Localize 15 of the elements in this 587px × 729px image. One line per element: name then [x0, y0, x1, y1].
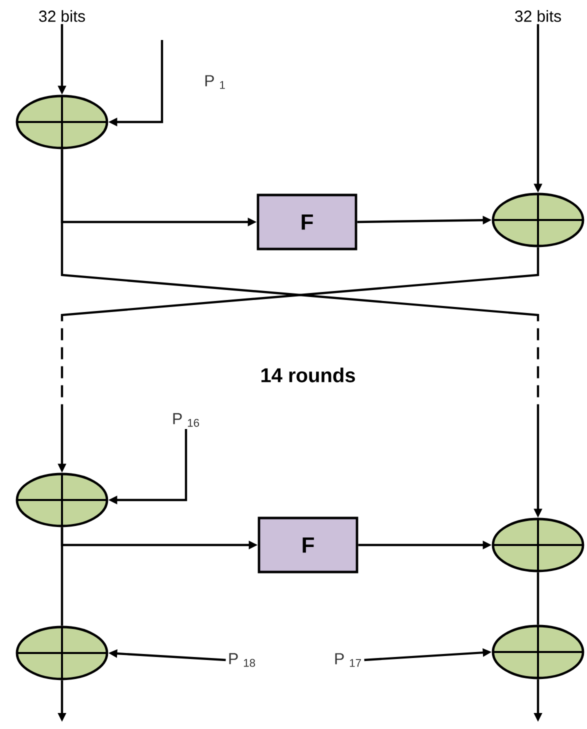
subkey-label: P $_{1}$: [205, 75, 225, 89]
function-box: F: [258, 516, 358, 574]
rounds-label: 14 rounds: [261, 368, 355, 382]
function-box: F: [256, 194, 358, 250]
subkey-label: P $_{18}$: [229, 653, 256, 667]
subkey-label: P $_{16}$: [173, 413, 200, 427]
xor-symbol: [492, 192, 584, 248]
xor-symbol: [492, 518, 584, 572]
xor-symbol: [16, 94, 108, 150]
xor-symbol: [16, 472, 108, 528]
input-label: 32 bits: [515, 10, 561, 22]
xor-symbol: [16, 626, 108, 680]
xor-symbol: [492, 624, 584, 680]
subkey-label: P $_{17}$: [335, 653, 361, 667]
input-label: 32 bits: [39, 10, 85, 22]
